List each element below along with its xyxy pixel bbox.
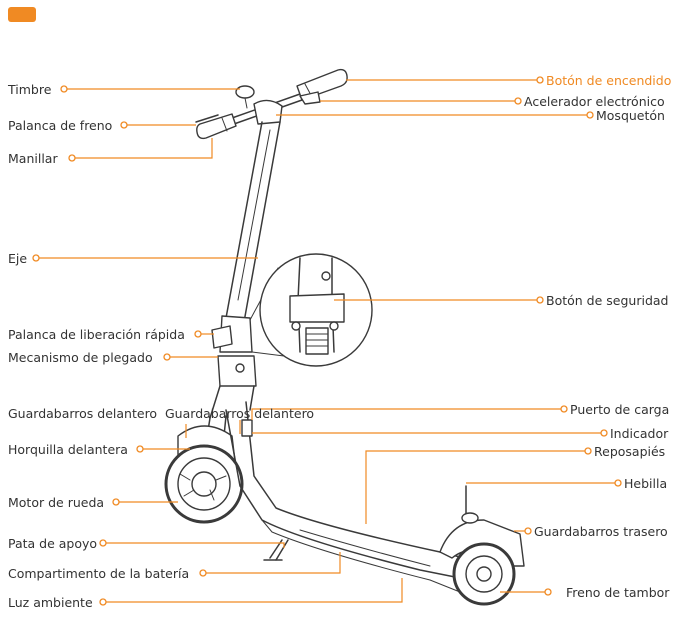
deck bbox=[225, 401, 481, 581]
label-guardabarros-trasero: Guardabarros trasero bbox=[534, 524, 668, 539]
leader-dots bbox=[32, 76, 622, 606]
label-boton-seguridad: Botón de seguridad bbox=[546, 293, 668, 308]
label-compartimento-bateria: Compartimento de la batería bbox=[8, 566, 189, 581]
label-palanca-freno: Palanca de freno bbox=[8, 118, 112, 133]
label-timbre: Timbre bbox=[7, 82, 52, 97]
label-guardabarros-delantero-dup: Guardabarros delantero bbox=[165, 406, 314, 421]
label-horquilla-delantera: Horquilla delantera bbox=[8, 442, 128, 457]
scooter-illustration bbox=[164, 68, 525, 606]
label-palanca-liberacion: Palanca de liberación rápida bbox=[8, 327, 185, 342]
leader-lines bbox=[36, 79, 618, 603]
label-pata-apoyo: Pata de apoyo bbox=[8, 536, 97, 551]
label-luz-ambiente: Luz ambiente bbox=[8, 595, 93, 610]
label-indicador: Indicador bbox=[610, 426, 669, 441]
part-labels: Timbre Palanca de freno Manillar Eje Pal… bbox=[7, 73, 671, 610]
orange-tab-marker bbox=[8, 7, 36, 22]
label-mecanismo-plegado: Mecanismo de plegado bbox=[8, 350, 153, 365]
label-eje: Eje bbox=[8, 251, 27, 266]
label-mosqueton: Mosquetón bbox=[596, 108, 665, 123]
folding-block bbox=[209, 315, 257, 419]
label-hebilla: Hebilla bbox=[624, 476, 667, 491]
rear-fender-wheel bbox=[429, 485, 525, 606]
label-freno-tambor: Freno de tambor bbox=[566, 585, 670, 600]
label-manillar: Manillar bbox=[8, 151, 58, 166]
label-motor-rueda: Motor de rueda bbox=[8, 495, 104, 510]
zoom-detail bbox=[249, 253, 373, 367]
label-guardabarros-delantero: Guardabarros delantero bbox=[8, 406, 157, 421]
label-reposapies: Reposapiés bbox=[594, 444, 665, 459]
label-boton-encendido: Botón de encendido bbox=[546, 73, 671, 88]
label-acelerador: Acelerador electrónico bbox=[524, 94, 665, 109]
handlebar bbox=[195, 68, 348, 140]
steering-stem bbox=[225, 121, 281, 323]
label-puerto-carga: Puerto de carga bbox=[570, 402, 669, 417]
front-fork-wheel bbox=[164, 415, 244, 524]
